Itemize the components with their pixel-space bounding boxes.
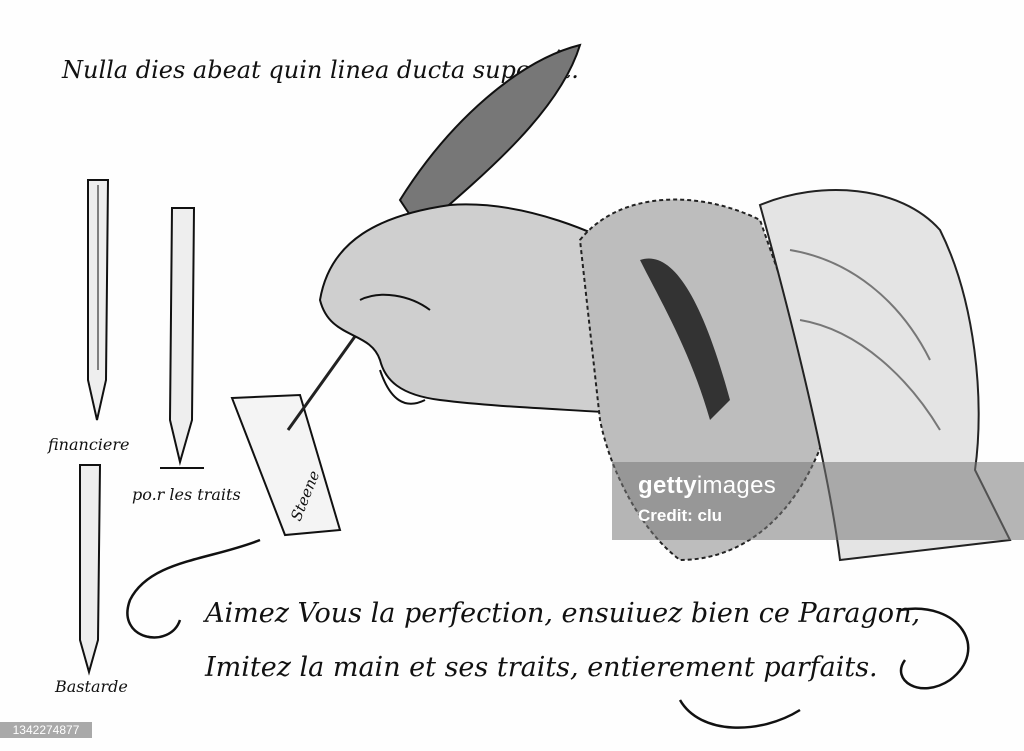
pen-bastarde — [79, 464, 102, 676]
getty-logo: gettyimages — [638, 472, 776, 500]
pen-traits — [160, 207, 204, 469]
calligraphic-flourishes — [126, 538, 970, 729]
pen-financiere — [87, 179, 110, 421]
verse-line-1: Aimez Vous la perfection, ensuiuez bien … — [202, 598, 920, 629]
credit-text: Credit: clu — [638, 506, 723, 525]
brand-light: images — [696, 472, 777, 499]
verse-line-2: Imitez la main et ses traits, entieremen… — [204, 652, 878, 683]
getty-watermark: gettyimages Credit: clu — [612, 462, 1024, 540]
motto-text: Nulla dies abeat quin linea ducta supers… — [61, 56, 579, 84]
pen-label-bastarde: Bastarde — [54, 677, 128, 696]
pen-label-traits: po.r les traits — [132, 485, 241, 504]
image-id-badge: 1342274877 — [0, 722, 92, 738]
pen-label-financiere: financiere — [47, 435, 129, 454]
brand-bold: getty — [638, 472, 697, 499]
paper-note: Steene — [230, 393, 342, 537]
